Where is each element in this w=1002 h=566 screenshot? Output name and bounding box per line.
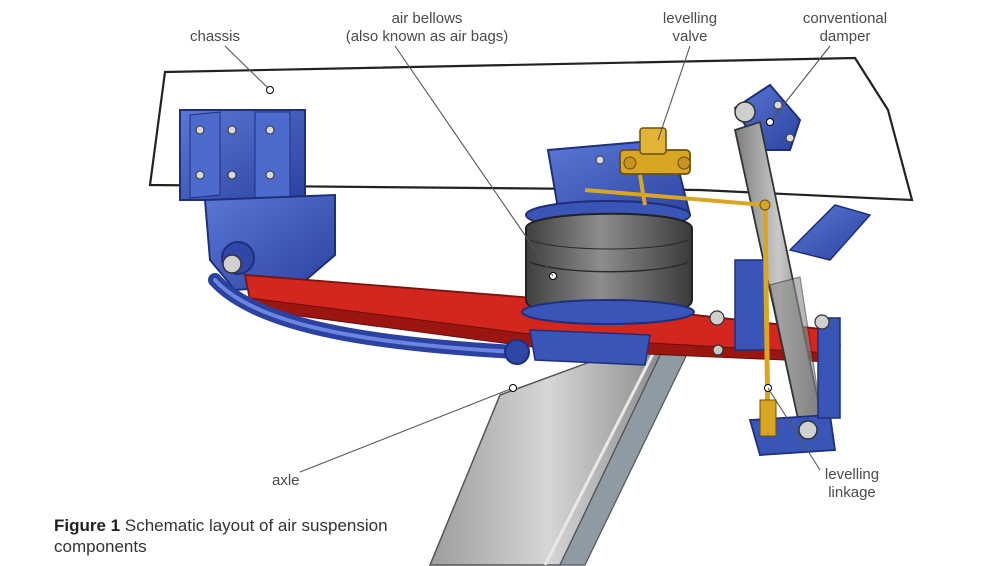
figure-caption-text-line2: components <box>54 537 147 556</box>
axle-seat <box>529 329 651 366</box>
label-conventional-damper-line1: conventional <box>802 10 888 27</box>
lower-arm <box>208 273 530 365</box>
label-air-bellows: air bellows (also known as air bags) <box>322 10 532 46</box>
label-levelling-valve: levelling valve <box>650 10 730 46</box>
label-air-bellows-line2: (also known as air bags) <box>345 28 509 45</box>
figure-caption-text-line1: Schematic layout of air suspension <box>124 516 388 535</box>
leader-dots <box>266 86 774 392</box>
axle <box>428 339 691 566</box>
label-levelling-linkage: levelling linkage <box>812 466 892 502</box>
label-levelling-linkage-line1: levelling <box>824 466 880 483</box>
arm-bolts <box>709 310 830 356</box>
label-levelling-valve-line2: valve <box>672 28 708 45</box>
chassis-rail <box>148 56 914 202</box>
air-bellows <box>521 140 695 325</box>
label-chassis: chassis <box>190 28 241 45</box>
figure-caption-line1: Figure 1 Schematic layout of air suspens… <box>54 515 388 536</box>
label-conventional-damper: conventional damper <box>790 10 900 46</box>
label-air-bellows-line1: air bellows <box>391 10 463 27</box>
label-conventional-damper-line2: damper <box>819 28 871 45</box>
leader-lines <box>224 45 831 473</box>
label-levelling-linkage-line2: linkage <box>828 484 876 501</box>
levelling-linkage <box>759 199 777 437</box>
figure-caption: Figure 1 Schematic layout of air suspens… <box>54 515 388 557</box>
front-hanger-bracket <box>179 109 336 292</box>
label-axle: axle <box>272 472 300 489</box>
rear-cross-tube <box>788 204 872 261</box>
label-levelling-valve-line1: levelling <box>662 10 718 27</box>
levelling-valve <box>584 127 766 207</box>
figure-number: Figure 1 <box>54 516 121 535</box>
